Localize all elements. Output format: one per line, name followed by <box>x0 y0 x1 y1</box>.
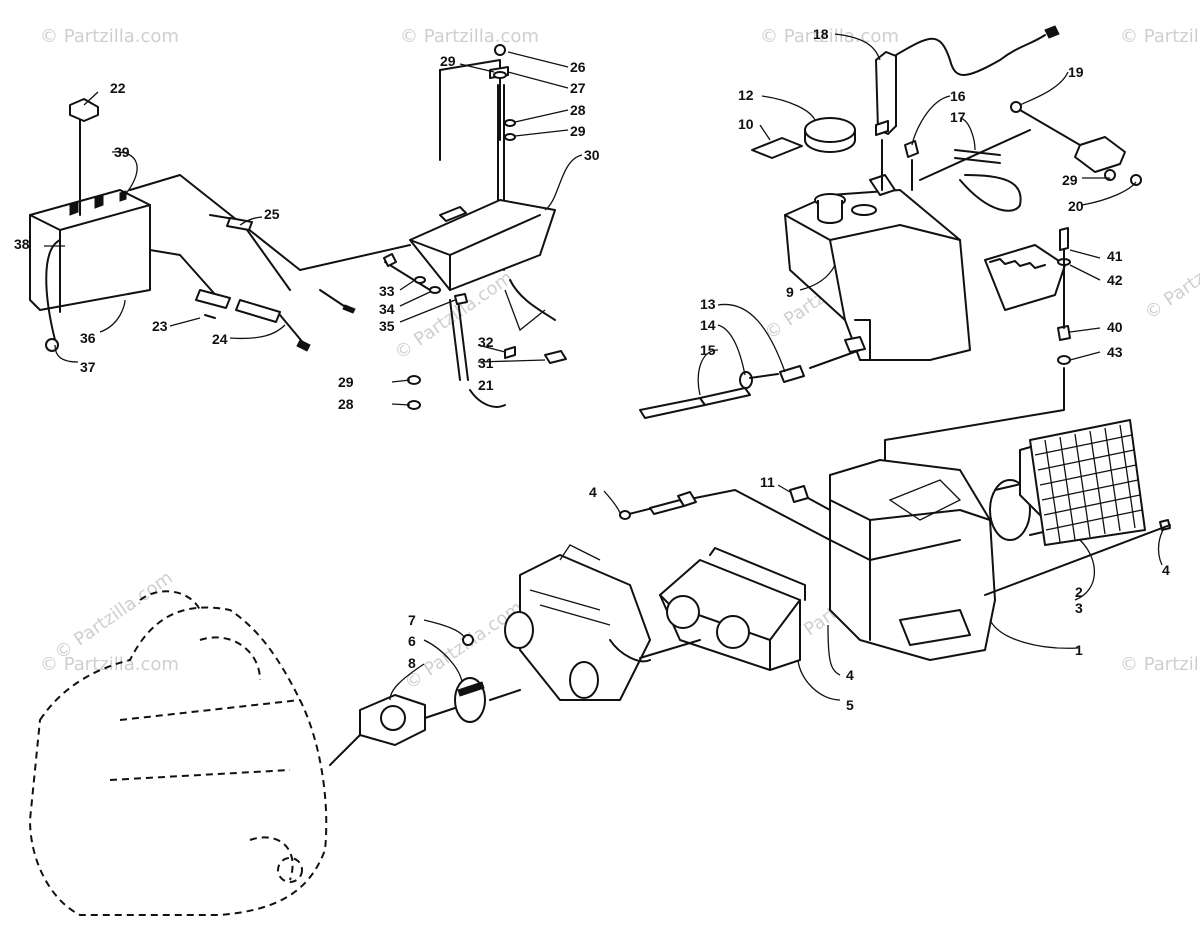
callout-34: 34 <box>379 301 395 317</box>
callout-16: 16 <box>950 88 966 104</box>
battery-tray <box>409 199 556 291</box>
callout-20: 20 <box>1068 198 1084 214</box>
callout-25: 25 <box>264 206 280 222</box>
rubber-bumper <box>544 350 567 364</box>
engine-outline <box>28 590 328 916</box>
callout-37: 37 <box>80 359 96 375</box>
callout-5: 5 <box>846 697 854 713</box>
pump-bracket <box>984 244 1066 311</box>
watermark: © Partzilla.com <box>40 654 179 675</box>
callout-4: 4 <box>846 667 854 683</box>
watermark: © Partzilla.com <box>51 567 177 664</box>
callout-11: 11 <box>760 474 775 490</box>
watermark: © Partzilla.com <box>40 26 179 47</box>
callout-28: 28 <box>570 102 586 118</box>
callout-23: 23 <box>152 318 168 334</box>
callout-10: 10 <box>738 116 754 132</box>
callout-19: 19 <box>1068 64 1084 80</box>
battery-bracket-assembly <box>383 44 567 410</box>
battery-vent-cap <box>69 98 99 122</box>
watermark: © Partzilla.com <box>400 26 539 47</box>
callout-24: 24 <box>212 331 228 347</box>
callout-40: 40 <box>1107 319 1123 335</box>
oil-cap <box>804 117 856 143</box>
callout-6: 6 <box>408 633 416 649</box>
callout-32: 32 <box>478 334 494 350</box>
callout-9: 9 <box>786 284 794 300</box>
callout-8: 8 <box>408 655 416 671</box>
callout-1: 1 <box>1075 642 1083 658</box>
callout-14: 14 <box>700 317 716 333</box>
callout-12: 12 <box>738 87 754 103</box>
oil-tank-assembly <box>639 25 1142 419</box>
callout-7: 7 <box>408 612 416 628</box>
callout-29: 29 <box>440 53 456 69</box>
callout-15: 15 <box>700 342 716 358</box>
callout-35: 35 <box>379 318 395 334</box>
screen-grid <box>1034 424 1143 543</box>
carburetor <box>519 554 651 701</box>
callout-labels: 1 2 3 4 4 4 5 6 7 8 9 10 11 12 13 14 15 … <box>14 26 1170 713</box>
carburetor-assembly <box>329 544 806 766</box>
cap-gasket <box>751 137 803 159</box>
callout-36: 36 <box>80 330 96 346</box>
callout-43: 43 <box>1107 344 1123 360</box>
oil-pump-bracket <box>884 227 1071 471</box>
oil-line-filter <box>639 397 706 419</box>
battery-case <box>29 189 151 311</box>
callout-29: 29 <box>570 123 586 139</box>
callout-22: 22 <box>110 80 126 96</box>
callout-39: 39 <box>114 144 130 160</box>
wing-nut <box>494 44 506 56</box>
oil-tank <box>784 189 971 361</box>
callout-13: 13 <box>700 296 716 312</box>
callout-28: 28 <box>338 396 354 412</box>
callout-42: 42 <box>1107 272 1123 288</box>
callout-41: 41 <box>1107 248 1123 264</box>
callout-3: 3 <box>1075 600 1083 616</box>
callout-21: 21 <box>478 377 494 393</box>
screen-mesh <box>1029 419 1146 546</box>
battery-terminal <box>45 338 59 352</box>
fuse-holder-2 <box>235 299 281 323</box>
watermark: © Partzilla.com <box>1120 654 1200 675</box>
leader-lines <box>43 33 1165 701</box>
callout-29: 29 <box>1062 172 1078 188</box>
callout-30: 30 <box>584 147 600 163</box>
callout-27: 27 <box>570 80 586 96</box>
watermark: © Partzilla.com <box>1120 26 1200 47</box>
callout-33: 33 <box>379 283 395 299</box>
callout-4: 4 <box>1162 562 1170 578</box>
fuse-holder <box>195 289 231 309</box>
callout-4: 4 <box>589 484 597 500</box>
callout-31: 31 <box>478 355 494 371</box>
battery-assembly <box>29 98 411 352</box>
callout-18: 18 <box>813 26 829 42</box>
callout-2: 2 <box>1075 584 1083 600</box>
callout-29: 29 <box>338 374 354 390</box>
oil-filter <box>1074 136 1126 173</box>
callout-38: 38 <box>14 236 30 252</box>
callout-26: 26 <box>570 59 586 75</box>
watermark: © Partzilla.com <box>760 26 899 47</box>
watermark: © Partzilla.com <box>1141 227 1200 324</box>
air-silencer-assembly <box>619 419 1171 661</box>
callout-17: 17 <box>950 109 966 125</box>
